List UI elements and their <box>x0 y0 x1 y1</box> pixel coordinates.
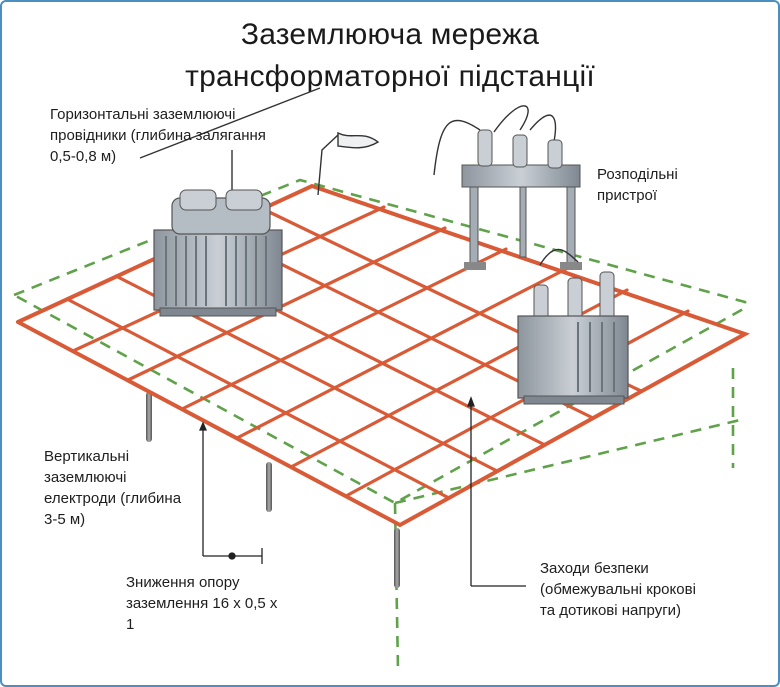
switchgear-structure <box>433 105 582 270</box>
label-horizontal-conductors: Горизонтальні заземлюючі провідники (гли… <box>50 106 266 165</box>
vertical-electrodes <box>146 392 400 588</box>
label-safety-measures: Заходи безпеки (обмежувальні крокові та … <box>540 560 696 619</box>
flag-icon <box>337 131 380 149</box>
title-line-1: Заземлююча мережа <box>240 18 540 51</box>
label-vertical-electrodes: Вертикальні заземлюючі електроди (глибин… <box>44 448 182 528</box>
power-transformer <box>153 189 283 317</box>
electrode <box>266 462 272 512</box>
title-line-2: трансформаторної підстанції <box>185 60 595 93</box>
diagram-title: Заземлююча мережа трансформаторної підст… <box>130 14 650 98</box>
label-switchgear: Розподільні пристрої <box>597 166 678 204</box>
label-resistance: Зниження опору заземлення 16 х 0,5 х 1 <box>126 574 278 633</box>
overhead-wire <box>139 87 380 198</box>
resistance-marker <box>199 421 263 564</box>
electrode <box>394 528 400 588</box>
electrode <box>146 392 152 442</box>
safety-leader <box>467 396 526 587</box>
distribution-transformer <box>517 248 629 405</box>
